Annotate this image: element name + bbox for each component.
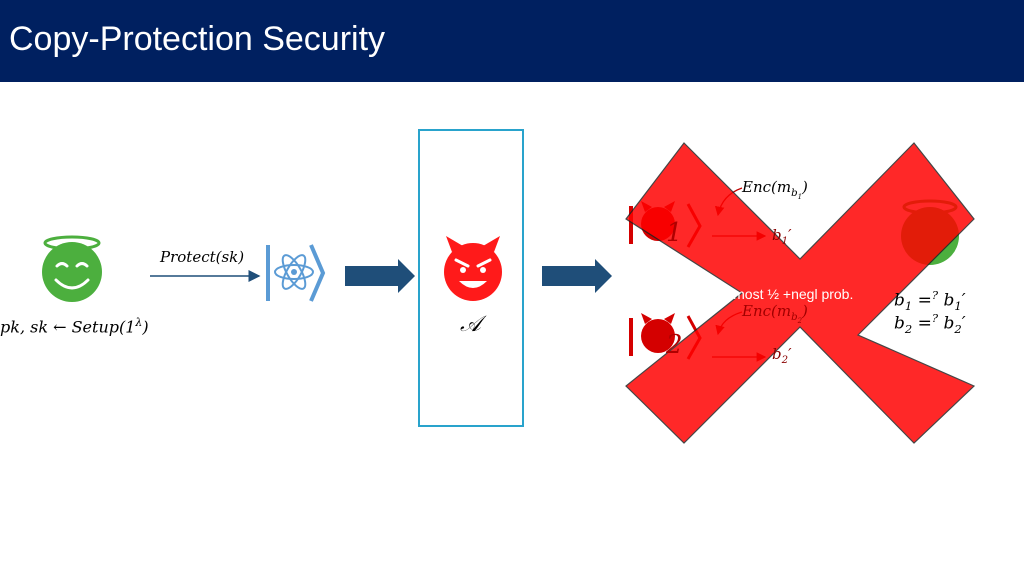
halo-smiley-icon [42,235,102,302]
enc1-label: Enc(mb1) [742,178,808,202]
protect-label: Protect(sk) [160,248,245,266]
check-2: b2 =? b2′ [894,311,966,337]
block-arrow-icon [542,259,612,293]
check-1: b1 =? b1′ [894,288,966,314]
ket2-index: 2 [666,330,683,360]
setup-label: pk, sk ← Setup(1λ) [0,316,149,337]
block-arrow-icon [345,259,415,293]
cross-icon [625,142,976,444]
atom-icon [266,244,326,302]
devil-icon [444,236,502,301]
adversary-box [418,129,524,427]
slide-title: Copy-Protection Security [9,20,386,58]
output-2: b2′ [772,345,792,366]
probability-note: At most ½ +negl prob. [716,286,854,302]
adversary-label: 𝒜 [460,312,481,337]
enc2-label: Enc(mb2) [742,302,808,326]
output-1: b1′ [772,226,792,247]
ket1-index: 1 [666,218,683,248]
title-bar [0,0,1024,82]
